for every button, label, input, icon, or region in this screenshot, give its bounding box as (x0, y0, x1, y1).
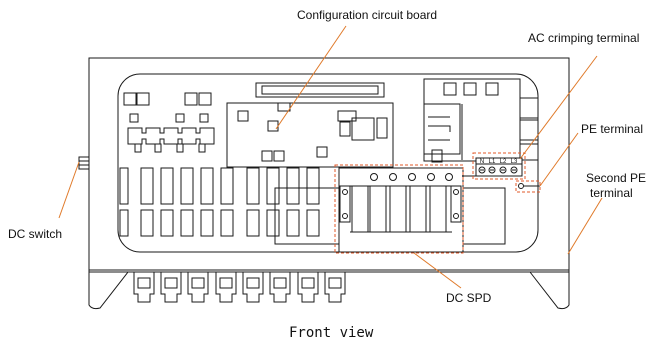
dc-switch-leader (58, 161, 80, 219)
pe-terminal-screw (518, 183, 524, 189)
dc-spd (338, 167, 464, 253)
label-dc-spd: DC SPD (446, 291, 492, 305)
terminal-n: N (480, 159, 484, 165)
ac-module (423, 78, 521, 162)
ac-terminal-screws (478, 166, 518, 174)
spd-highlight (334, 164, 464, 254)
ac-terminal-highlight (472, 152, 526, 180)
terminal-l2: L2 (500, 159, 507, 165)
label-dc-switch: DC switch (8, 227, 63, 241)
pe-terminal-leader (539, 132, 579, 187)
ac-terminal-block (475, 157, 523, 177)
second-pe-leader (567, 197, 603, 255)
right-foot (529, 270, 570, 310)
label-ac-crimping-terminal: AC crimping terminal (528, 31, 640, 45)
config-board-leader (275, 25, 347, 130)
config-circuit-board (226, 102, 394, 168)
cable-glands (133, 272, 346, 303)
dc-spd-leader (413, 252, 462, 289)
inner-panel (117, 73, 539, 253)
front-view-caption: Front view (289, 325, 374, 341)
terminal-l1: L1 (489, 159, 496, 165)
terminal-l3: L3 (511, 159, 518, 165)
dc-switch-knob (78, 156, 90, 170)
label-pe-terminal: PE terminal (581, 122, 644, 136)
left-foot (88, 270, 129, 310)
label-second-pe-line2: terminal (590, 186, 633, 200)
ac-terminal-leader (519, 55, 598, 160)
top-connector (255, 82, 385, 98)
pe-terminal-highlight (515, 180, 541, 193)
label-second-pe-line1: Second PE (586, 171, 647, 185)
fuse-holder-row (127, 127, 215, 145)
dc-fuse-array (119, 167, 320, 237)
label-configuration-circuit-board: Configuration circuit board (297, 8, 438, 22)
